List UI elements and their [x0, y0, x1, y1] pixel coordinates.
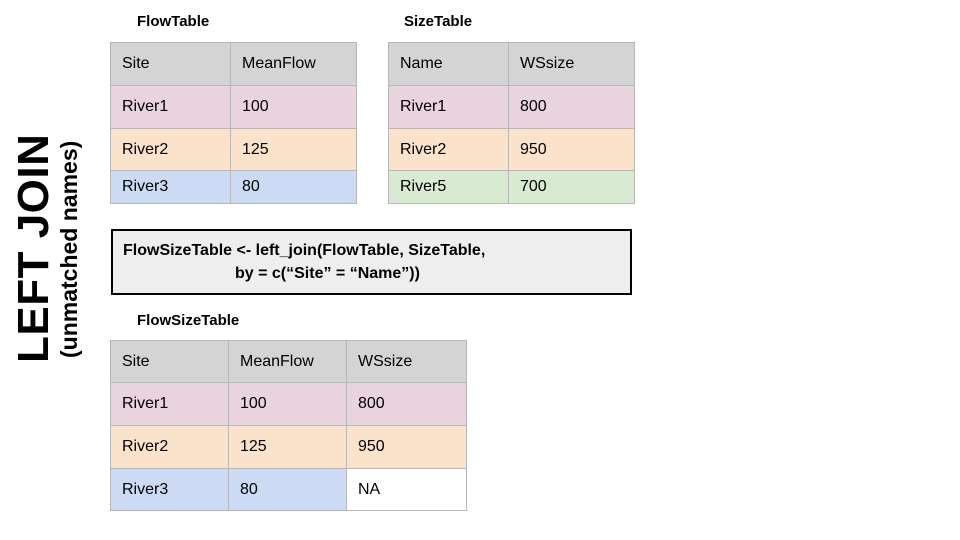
result-table-title: FlowSizeTable [137, 312, 240, 329]
table-header-row: Site MeanFlow [110, 42, 357, 86]
table-header-row: Name WSsize [388, 42, 635, 86]
flow-table: Site MeanFlow River1 100 River2 125 Rive… [110, 42, 357, 204]
flow-size-table: Site MeanFlow WSsize River1 100 800 Rive… [110, 340, 467, 511]
cell-wssize: 950 [508, 128, 635, 171]
column-header-site: Site [110, 42, 231, 86]
table-row: River2 125 950 [110, 425, 467, 469]
table-row: River3 80 NA [110, 468, 467, 511]
column-header-wssize: WSsize [346, 340, 467, 383]
column-header-name: Name [388, 42, 509, 86]
table-row: River1 800 [388, 85, 635, 129]
cell-wssize: 700 [508, 170, 635, 204]
cell-site: River3 [110, 170, 231, 204]
table-row: River3 80 [110, 170, 357, 204]
column-header-meanflow: MeanFlow [230, 42, 357, 86]
cell-wssize-na: NA [346, 468, 467, 511]
table-row: River2 950 [388, 128, 635, 171]
join-code-box: FlowSizeTable <- left_join(FlowTable, Si… [111, 229, 632, 295]
cell-meanflow: 100 [230, 85, 357, 129]
column-header-site: Site [110, 340, 229, 383]
left-join-title: LEFT JOIN [9, 133, 58, 363]
size-table: Name WSsize River1 800 River2 950 River5… [388, 42, 635, 204]
cell-name: River1 [388, 85, 509, 129]
cell-wssize: 800 [508, 85, 635, 129]
unmatched-names-note: (unmatched names) [56, 140, 82, 358]
cell-meanflow: 125 [228, 425, 347, 469]
table-row: River2 125 [110, 128, 357, 171]
table-row: River1 100 [110, 85, 357, 129]
size-table-title: SizeTable [404, 13, 473, 30]
cell-site: River1 [110, 382, 229, 426]
table-row: River5 700 [388, 170, 635, 204]
code-line-2: by = c(“Site” = “Name”)) [235, 265, 420, 282]
cell-site: River2 [110, 128, 231, 171]
cell-site: River3 [110, 468, 229, 511]
flow-table-title: FlowTable [137, 13, 210, 30]
cell-wssize: 950 [346, 425, 467, 469]
table-header-row: Site MeanFlow WSsize [110, 340, 467, 383]
cell-site: River1 [110, 85, 231, 129]
cell-meanflow: 80 [228, 468, 347, 511]
table-row: River1 100 800 [110, 382, 467, 426]
cell-meanflow: 100 [228, 382, 347, 426]
cell-name: River2 [388, 128, 509, 171]
column-header-meanflow: MeanFlow [228, 340, 347, 383]
cell-name: River5 [388, 170, 509, 204]
column-header-wssize: WSsize [508, 42, 635, 86]
cell-meanflow: 125 [230, 128, 357, 171]
code-line-1: FlowSizeTable <- left_join(FlowTable, Si… [123, 241, 486, 259]
cell-wssize: 800 [346, 382, 467, 426]
cell-site: River2 [110, 425, 229, 469]
cell-meanflow: 80 [230, 170, 357, 204]
